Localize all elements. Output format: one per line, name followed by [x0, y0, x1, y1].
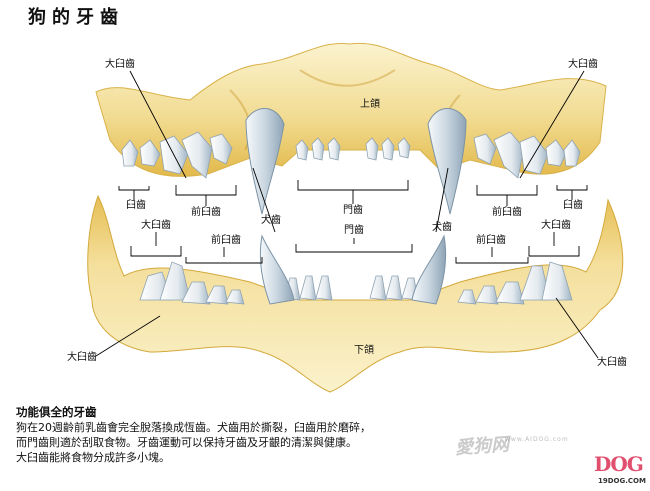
- label-upper-right-premolar: 前臼齒: [492, 207, 522, 218]
- label-upper-left-canine: 犬齒: [261, 215, 281, 226]
- label-lower-left-molar: 大臼齒: [141, 220, 171, 231]
- label-lower-left-large-molar: 大臼齒: [67, 352, 97, 363]
- watermark-url: www.AIDOG.com: [505, 436, 569, 443]
- label-upper-left-small-molar: 臼齒: [126, 200, 146, 211]
- description-line: 狗在20週齡前乳齒會完全脫落換成恆齒。犬齒用於撕裂，臼齒用於磨碎，: [16, 421, 371, 434]
- lower-teeth: [139, 261, 573, 305]
- label-upper-right-molar: 大臼齒: [568, 59, 598, 70]
- watermark: 愛狗网: [454, 434, 510, 459]
- label-lower-left-premolar: 前臼齒: [211, 235, 241, 246]
- upper-left-canine: [245, 108, 285, 215]
- description-line: 而門齒則適於刮取食物。牙齒運動可以保持牙齒及牙齦的清潔與健康。: [16, 436, 357, 449]
- label-upper-left-premolar: 前臼齒: [191, 207, 221, 218]
- label-upper-right-small-molar: 臼齒: [563, 200, 583, 211]
- lower-left-canine: [259, 234, 295, 305]
- label-lower-right-molar: 大臼齒: [541, 220, 571, 231]
- upper-right-canine: [427, 108, 467, 215]
- label-upper-incisors: 門齒: [343, 205, 363, 216]
- section-title: 功能俱全的牙齒: [16, 405, 97, 419]
- section-description: 狗在20週齡前乳齒會完全脫落換成恆齒。犬齒用於撕裂，臼齒用於磨碎， 而門齒則適於…: [16, 420, 486, 465]
- logo-text: DOG: [594, 452, 644, 476]
- label-lower-right-premolar: 前臼齒: [476, 235, 506, 246]
- lower-right-canine: [411, 234, 447, 305]
- leader-lines: [95, 70, 599, 359]
- logo-url: 19DOG.COM: [598, 477, 646, 485]
- lower-jaw-bone: [87, 194, 624, 393]
- label-upper-left-molar: 大臼齒: [105, 59, 135, 70]
- upper-teeth: [121, 131, 581, 179]
- label-upper-jaw: 上頜: [360, 99, 380, 110]
- label-upper-right-canine: 犬齒: [432, 222, 452, 233]
- label-lower-jaw: 下頜: [354, 345, 374, 356]
- label-lower-incisors: 門齒: [344, 225, 364, 236]
- description-line: 大臼齒能將食物分成許多小塊。: [16, 451, 170, 464]
- page-title: 狗的牙齒: [28, 7, 124, 28]
- site-logo: DOG 19DOG.COM: [594, 452, 646, 488]
- label-lower-right-large-molar: 大臼齒: [597, 357, 627, 368]
